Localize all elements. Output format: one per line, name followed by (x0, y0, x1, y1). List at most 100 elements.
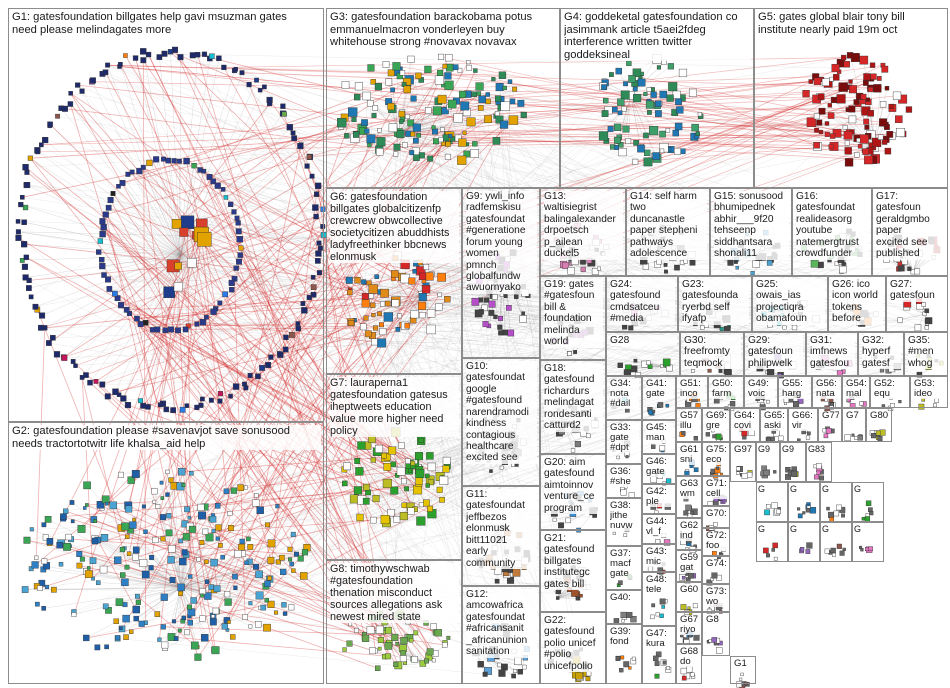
edge-red (224, 70, 476, 627)
node-g1 (39, 142, 44, 148)
edge-intra (181, 561, 250, 588)
node-g2 (152, 499, 157, 504)
edge-red (105, 214, 184, 562)
edge-intra (179, 254, 212, 401)
node-g1 (283, 334, 289, 341)
edge-red (402, 72, 884, 123)
edge-intra (167, 471, 182, 588)
edge-intra (180, 543, 272, 588)
group-label-gmisc4: G (854, 485, 881, 494)
node-g1 (99, 230, 106, 238)
node-g1 (132, 55, 139, 61)
edge-inter (175, 49, 725, 319)
edge-intra (174, 485, 182, 588)
node-g2 (41, 522, 47, 528)
edge-intra (164, 587, 182, 646)
group-box-gmisc7: G (820, 522, 852, 562)
edge-intra (180, 537, 210, 588)
edge-red (244, 552, 306, 618)
node-g2 (83, 481, 91, 490)
edge-red (373, 81, 817, 131)
edge-red (204, 175, 313, 240)
group-label-g57: G57: illu (680, 411, 699, 432)
node-g2 (214, 503, 221, 509)
edge-intra (181, 587, 251, 604)
node-g2 (220, 554, 225, 560)
edge-red (105, 214, 170, 293)
edge-intra (398, 105, 465, 133)
node-g1 (120, 395, 127, 402)
group-label-g69: G69: gre (706, 411, 727, 432)
group-box-g3: G3: gatesfoundation barackobama potus em… (326, 8, 560, 188)
edge-intra (28, 254, 181, 289)
node-g1 (235, 220, 241, 226)
node-g1 (102, 211, 109, 218)
node-g2 (70, 519, 75, 524)
edge-intra (648, 362, 662, 367)
edge-red (469, 67, 817, 131)
edge-intra (630, 72, 684, 96)
edge-red (217, 367, 263, 539)
node-g1 (309, 173, 315, 179)
edge-intra (817, 146, 875, 148)
edge-intra (179, 254, 240, 262)
edge-intra (398, 132, 462, 161)
group-label-g9: G9: ywli_info radfemskisu gatesfoundat #… (466, 191, 537, 294)
node-g2 (189, 471, 194, 476)
group-box-g33: G33: gate #dpt (606, 420, 642, 464)
edge-inter (217, 185, 376, 329)
node-g2 (218, 543, 223, 548)
edge-red (282, 113, 366, 297)
node-g1 (186, 258, 197, 268)
edge-red (289, 127, 412, 507)
edge-inter (513, 57, 844, 121)
node-g1 (117, 302, 125, 309)
edge-red (152, 329, 433, 468)
node-g1 (206, 173, 213, 180)
node-g1 (35, 149, 40, 155)
node-g1 (171, 158, 177, 164)
node-g1 (304, 163, 310, 169)
node-g1 (67, 101, 74, 107)
node-g1 (46, 340, 52, 346)
group-label-g11: G11: gatesfoundat jeffbezos elonmusk bit… (466, 489, 537, 569)
node-g1 (300, 301, 306, 306)
node-g2 (279, 554, 285, 561)
node-g1 (146, 159, 153, 167)
group-label-g26: G26: ico icon world tokens before (832, 279, 883, 325)
node-g2 (255, 591, 264, 600)
edge-intra (874, 88, 888, 148)
edge-inter (241, 72, 505, 528)
edge-inter (387, 483, 398, 520)
edge-red (151, 510, 412, 569)
group-label-g53: G53: ideo (914, 379, 945, 400)
group-label-g49: G49: voic (748, 379, 775, 400)
node-g2 (187, 515, 192, 520)
node-g1 (83, 372, 89, 378)
node-g2 (205, 533, 214, 542)
node-g1 (173, 282, 183, 292)
group-label-g27: G27: gatesfoun (890, 279, 945, 302)
edge-red (63, 100, 863, 358)
node-g2 (71, 612, 77, 618)
node-g1 (210, 178, 217, 185)
node-g1 (246, 81, 252, 88)
edge-red (142, 167, 366, 297)
edge-red (447, 110, 866, 138)
group-label-g19: G19: gates #gatesfoun bill & foundation … (544, 279, 603, 348)
edge-red (176, 137, 295, 225)
edge-inter (141, 364, 757, 625)
node-g1 (99, 381, 106, 388)
node-g2 (99, 565, 108, 574)
node-g1 (315, 250, 322, 257)
edge-intra (106, 503, 182, 588)
edge-intra (407, 621, 424, 664)
group-label-g2: G2: gatesfoundation please #savenavjot s… (12, 425, 321, 451)
group-box-g97: G97 (730, 442, 756, 482)
node-g1 (39, 312, 46, 319)
node-g1 (183, 157, 190, 165)
group-box-g5: G5: gates global blair tony bill institu… (754, 8, 948, 188)
group-box-g26: G26: ico icon world tokens before (828, 276, 886, 332)
edge-red (122, 65, 446, 184)
node-g1 (247, 372, 253, 378)
